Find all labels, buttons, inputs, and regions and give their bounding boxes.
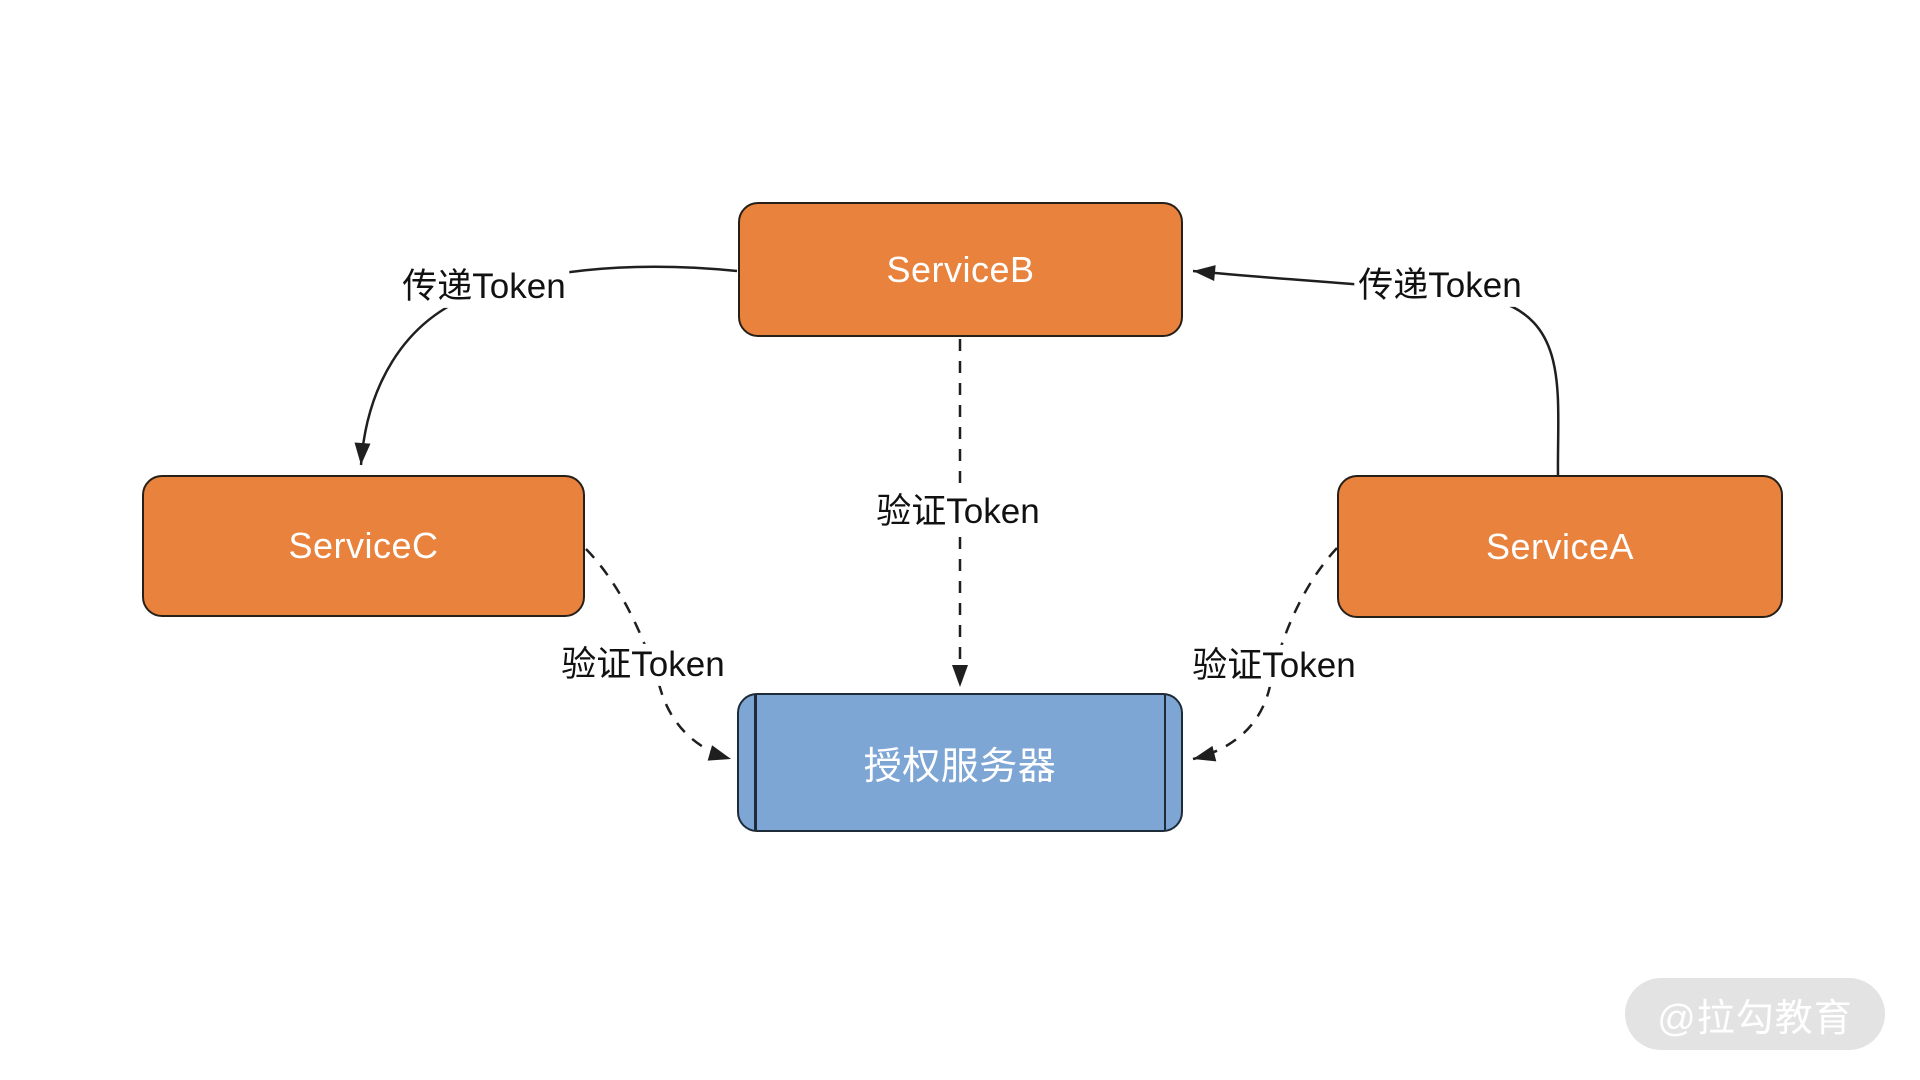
node-service-b-label: ServiceB <box>886 248 1035 290</box>
edge-label-verify-token-left: 验证Token <box>557 643 729 687</box>
edge-c-to-auth <box>585 548 732 761</box>
node-auth-server-label: 授权服务器 <box>863 746 1057 788</box>
node-service-c-label: ServiceC <box>288 525 439 566</box>
watermark-text: @拉勾教育 <box>1657 997 1853 1040</box>
auth-right-bar <box>1163 695 1166 830</box>
watermark-badge: @拉勾教育 <box>1625 978 1885 1050</box>
node-service-a: ServiceA <box>1337 475 1783 618</box>
auth-left-bar <box>754 695 757 830</box>
node-service-b: ServiceB <box>738 202 1183 337</box>
edge-label-pass-token-left: 传递Token <box>398 265 570 309</box>
edge-label-pass-token-right: 传递Token <box>1354 264 1526 308</box>
node-service-a-label: ServiceA <box>1485 525 1635 567</box>
node-auth-server: 授权服务器 <box>737 693 1183 832</box>
edge-label-verify-token-right: 验证Token <box>1188 644 1360 688</box>
edge-label-verify-token-middle: 验证Token <box>872 490 1044 534</box>
node-service-c: ServiceC <box>142 475 585 617</box>
